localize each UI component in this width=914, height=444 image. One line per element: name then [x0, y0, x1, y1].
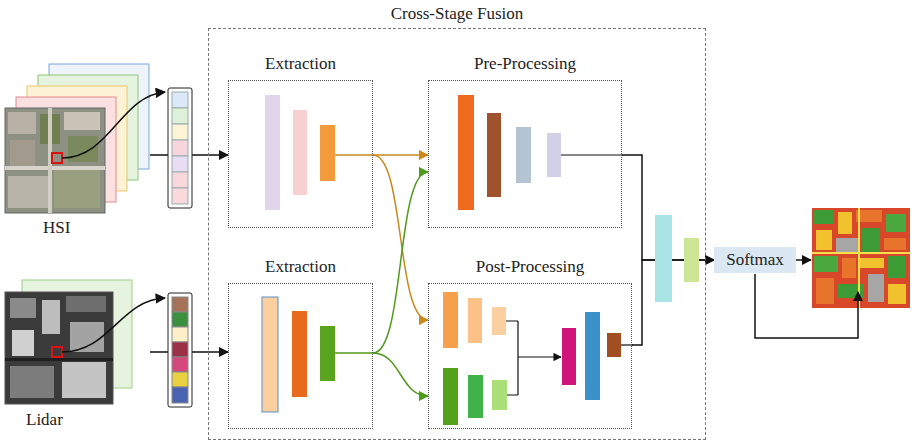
stage-group: Pre-Processing	[428, 52, 622, 228]
group-frame	[228, 80, 373, 228]
layer-bar	[320, 125, 335, 181]
fusion-bar	[655, 215, 672, 302]
layer-bar	[547, 133, 561, 177]
stage-group: Extraction	[228, 255, 373, 429]
image-label: HSI	[5, 218, 70, 240]
group-frame	[428, 80, 622, 228]
flow-arrow	[373, 353, 428, 396]
stage-group: Cross-Stage FusionExtraction Pre-Processi…	[208, 4, 706, 440]
group-heading: Extraction	[228, 52, 373, 76]
image-node: Lidar	[5, 278, 150, 432]
layer-bar	[585, 312, 600, 400]
image-node: HSI	[5, 48, 150, 240]
box-label: Softmax	[726, 250, 784, 270]
group-heading: Pre-Processing	[428, 52, 622, 76]
layer-bar	[468, 375, 483, 418]
group-frame	[228, 283, 373, 429]
flow-arrow	[632, 260, 714, 345]
feedback-arrow	[755, 274, 858, 338]
output-arrow	[796, 259, 811, 261]
group-heading: Extraction	[228, 255, 373, 279]
fusion-bar	[684, 238, 699, 282]
sample-arrow	[62, 92, 165, 158]
layer-bar	[607, 333, 621, 357]
stage-group: Post-Processing	[428, 255, 632, 429]
sample-arrow	[62, 298, 165, 352]
group-heading: Post-Processing	[428, 255, 632, 279]
merge-line	[518, 356, 561, 357]
image-label: Lidar	[5, 410, 63, 432]
layer-bar	[487, 113, 501, 197]
classification-map	[812, 208, 910, 308]
layer-bar	[516, 127, 531, 183]
layer-bar	[320, 326, 335, 381]
process-box: Softmax	[714, 247, 796, 273]
flow-line	[561, 154, 623, 155]
stage-group: Extraction	[228, 52, 373, 228]
flow-line	[335, 154, 374, 156]
flow-arrow	[373, 172, 428, 353]
layer-bar	[468, 298, 482, 343]
layer-bar	[262, 297, 278, 412]
layer-bar	[443, 368, 458, 425]
flow-arrow	[373, 154, 428, 156]
layer-bar	[265, 95, 280, 210]
feature-vector	[168, 293, 192, 407]
group-heading: Cross-Stage Fusion	[208, 4, 706, 24]
layer-bar	[443, 292, 458, 348]
lidar-image	[5, 280, 132, 404]
feature-vector	[168, 88, 192, 208]
layer-bar	[458, 95, 474, 210]
merge-line	[506, 321, 518, 395]
layer-bar	[293, 110, 307, 195]
layer-bar	[292, 311, 307, 397]
hsi-cube	[5, 64, 149, 213]
flow-line	[335, 352, 374, 354]
flow-arrow	[373, 155, 428, 320]
layer-bar	[492, 380, 507, 410]
group-frame	[428, 283, 632, 429]
layer-bar	[562, 328, 576, 385]
layer-bar	[492, 307, 506, 335]
